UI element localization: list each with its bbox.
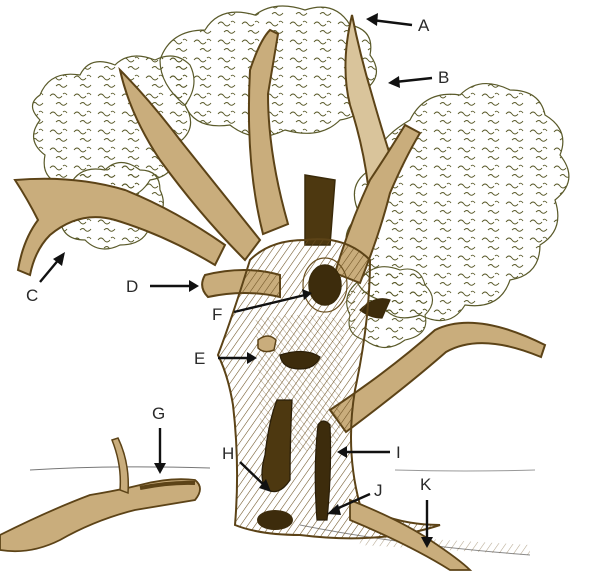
arrow-B [395, 78, 432, 82]
arrow-A [372, 20, 412, 25]
hole-F [309, 265, 341, 305]
label-F: F [212, 305, 222, 324]
label-D: D [126, 277, 138, 296]
label-B: B [438, 68, 449, 87]
label-H: H [222, 444, 234, 463]
label-E: E [194, 349, 205, 368]
label-C: C [26, 286, 38, 305]
label-J: J [374, 481, 383, 500]
label-G: G [152, 404, 165, 423]
label-A: A [418, 16, 430, 35]
fallen-branch-G [0, 479, 200, 551]
label-K: K [420, 475, 432, 494]
cavity-I [315, 421, 330, 520]
label-I: I [396, 443, 401, 462]
broken-branch [305, 175, 335, 245]
